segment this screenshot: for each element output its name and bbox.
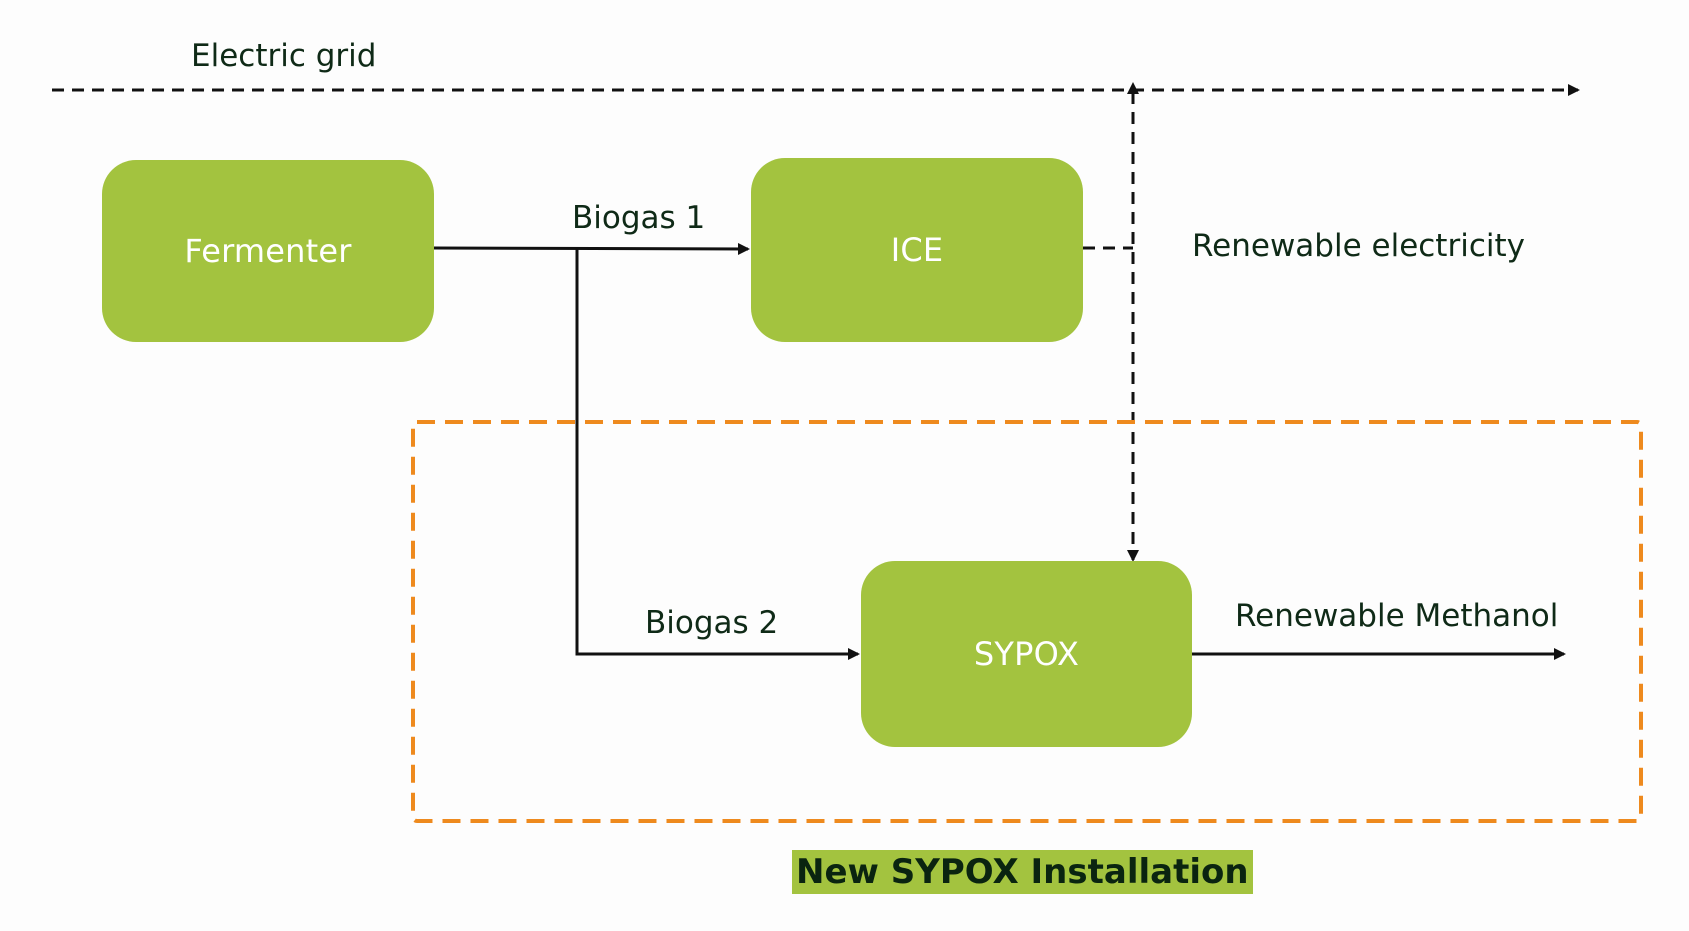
biogas-1-arrow	[433, 242, 750, 255]
ice-label: ICE	[890, 231, 944, 269]
biogas-1-label: Biogas 1	[572, 200, 706, 236]
electric-grid-label: Electric grid	[191, 38, 377, 74]
installation-title-badge: New SYPOX Installation	[792, 850, 1253, 894]
sypox-label: SYPOX	[973, 635, 1080, 673]
fermenter-node: Fermenter	[102, 160, 434, 342]
biogas-2-label: Biogas 2	[645, 605, 779, 641]
fermenter-label: Fermenter	[184, 232, 352, 270]
renewable-electricity-label: Renewable electricity	[1192, 228, 1525, 264]
sypox-node: SYPOX	[861, 561, 1192, 747]
ice-node: ICE	[751, 158, 1083, 342]
renewable-methanol-label: Renewable Methanol	[1235, 598, 1559, 634]
biogas-2-arrow	[575, 248, 860, 660]
